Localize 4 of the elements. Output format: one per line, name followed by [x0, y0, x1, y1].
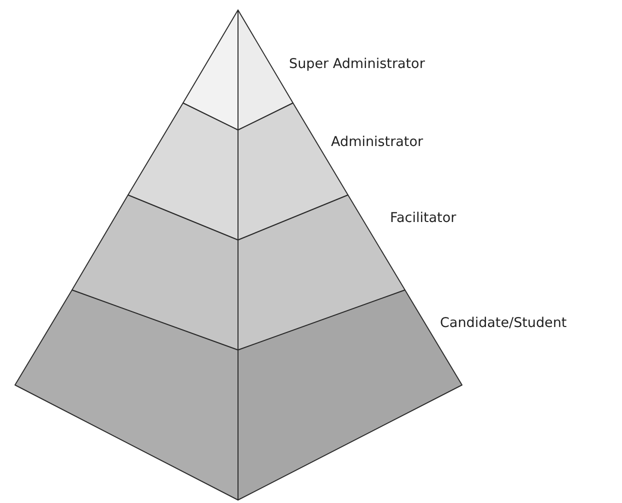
- tier-label: Super Administrator: [289, 56, 425, 72]
- tier-label: Administrator: [331, 134, 424, 150]
- tier-label: Facilitator: [390, 210, 456, 226]
- tier-label: Candidate/Student: [440, 315, 567, 331]
